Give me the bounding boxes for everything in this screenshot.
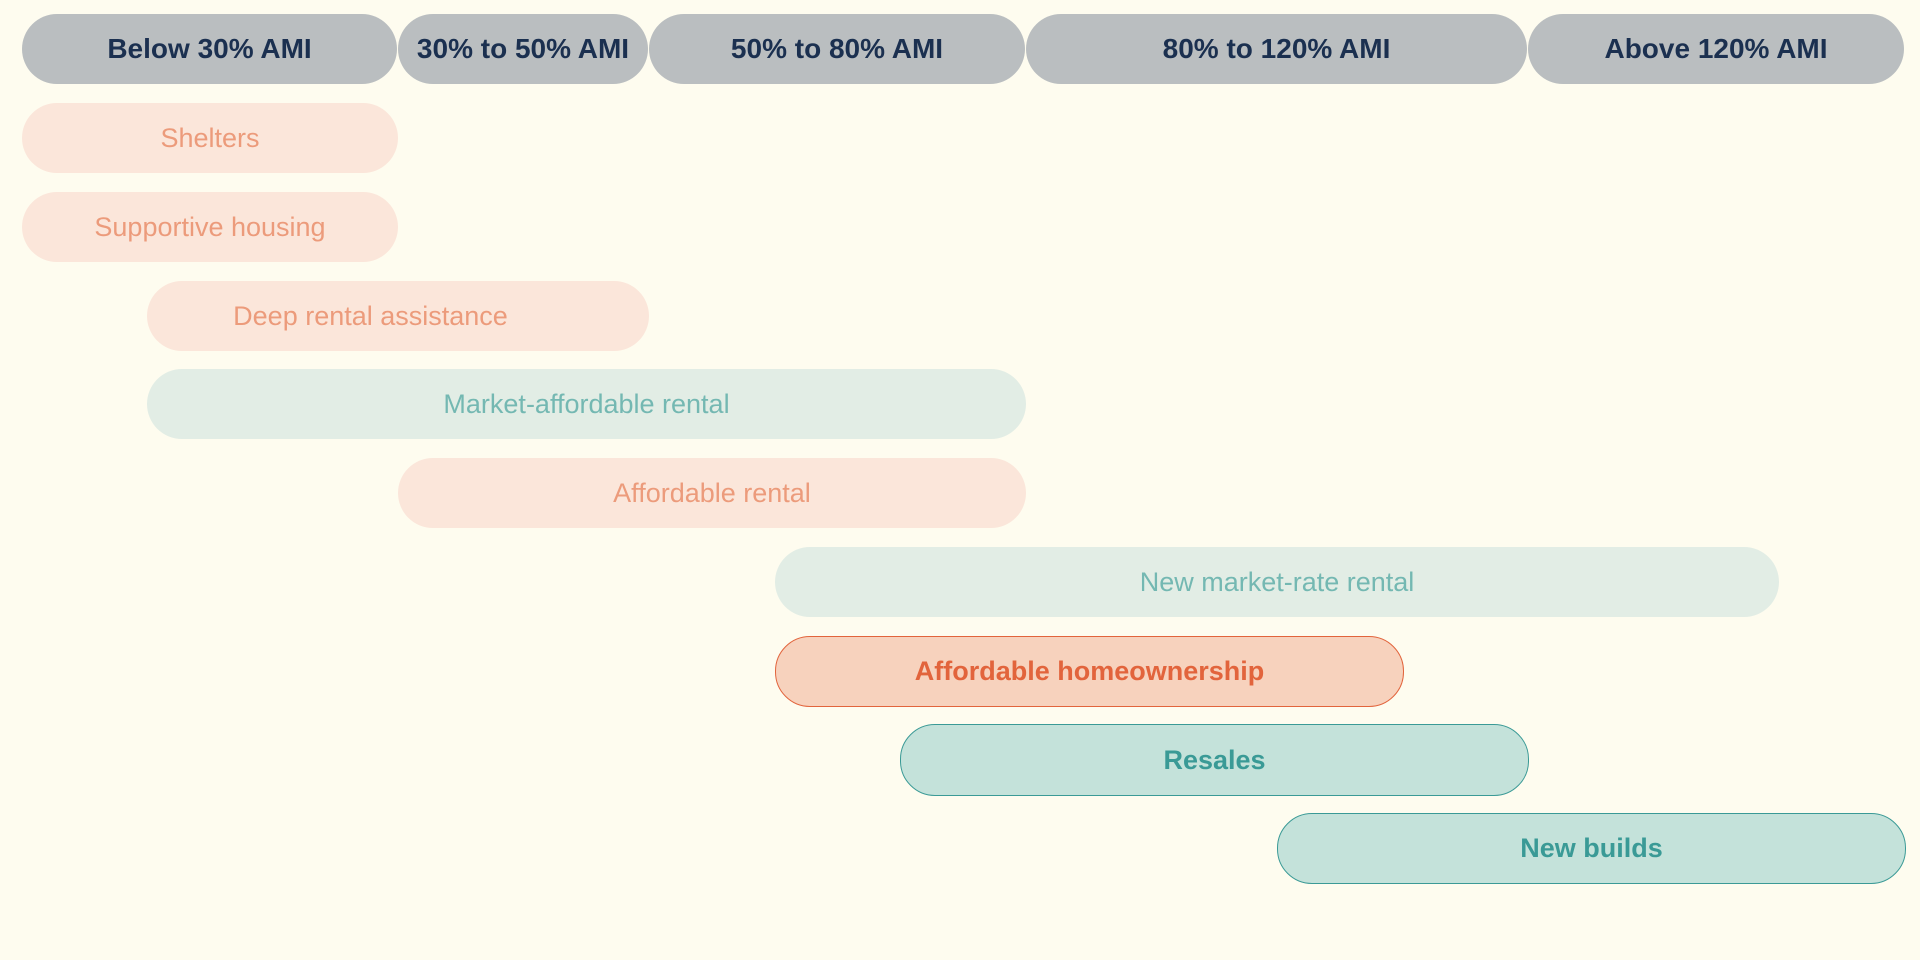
header-below-30-ami: Below 30% AMI xyxy=(22,14,397,84)
header-50-to-80-ami: 50% to 80% AMI xyxy=(649,14,1025,84)
bar-market-affordable-rental: Market-affordable rental xyxy=(147,369,1026,439)
bar-deep-rental-assistance: Deep rental assistance xyxy=(147,281,649,351)
bar-affordable-rental: Affordable rental xyxy=(398,458,1026,528)
bar-affordable-homeownership: Affordable homeownership xyxy=(775,636,1404,707)
bar-new-market-rate-rental: New market-rate rental xyxy=(775,547,1779,617)
header-30-to-50-ami: 30% to 50% AMI xyxy=(398,14,648,84)
bar-new-builds: New builds xyxy=(1277,813,1906,884)
bar-shelters: Shelters xyxy=(22,103,398,173)
bar-resales: Resales xyxy=(900,724,1529,796)
header-80-to-120-ami: 80% to 120% AMI xyxy=(1026,14,1527,84)
header-above-120-ami: Above 120% AMI xyxy=(1528,14,1904,84)
bar-supportive-housing: Supportive housing xyxy=(22,192,398,262)
